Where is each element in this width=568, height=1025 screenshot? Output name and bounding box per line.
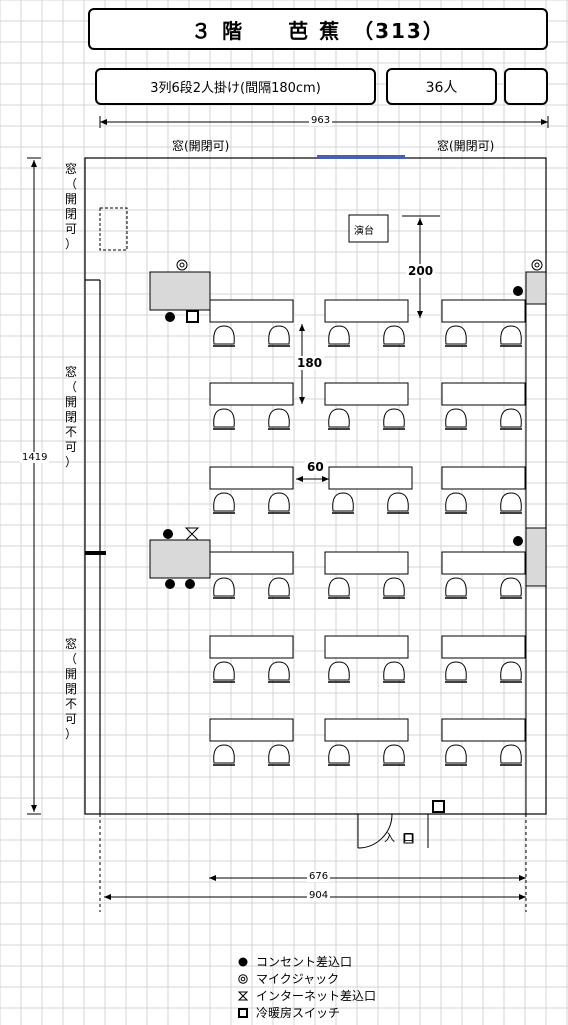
- desk: [441, 635, 526, 659]
- desk: [209, 551, 294, 575]
- chair: [328, 408, 350, 430]
- dim-table-gap: 60: [305, 460, 326, 474]
- desk: [209, 299, 294, 323]
- capacity-label: 36人: [386, 68, 497, 105]
- mic-jack-icon: [176, 259, 188, 271]
- desk: [441, 382, 526, 406]
- chair: [328, 744, 350, 766]
- desk: [324, 718, 409, 742]
- chair: [328, 325, 350, 347]
- desk: [441, 718, 526, 742]
- chair: [268, 325, 290, 347]
- mic-jack-icon: [531, 259, 543, 271]
- chair: [213, 661, 235, 683]
- outlet-icon: [163, 529, 173, 539]
- chair: [268, 661, 290, 683]
- chair: [445, 661, 467, 683]
- chair: [500, 744, 522, 766]
- window-label-top-left: 窓(開閉可): [172, 139, 230, 153]
- desk: [324, 382, 409, 406]
- desk: [324, 635, 409, 659]
- chair: [500, 661, 522, 683]
- desk: [441, 299, 526, 323]
- chair: [500, 408, 522, 430]
- desk: [324, 299, 409, 323]
- ac-switch-icon: [432, 800, 445, 813]
- mic-jack-icon: [238, 973, 248, 984]
- chair: [332, 492, 354, 514]
- window-label-left-3: 窓（開閉不可）: [64, 637, 77, 741]
- desk: [441, 466, 526, 490]
- desk: [328, 466, 413, 490]
- legend-label: インターネット差込口: [256, 989, 377, 1003]
- legend-item: インターネット差込口: [236, 987, 376, 1004]
- legend-label: コンセント差込口: [256, 955, 353, 969]
- desk: [324, 551, 409, 575]
- chair: [445, 492, 467, 514]
- window-label-left-1: 窓（開閉可）: [64, 162, 77, 251]
- outlet-icon: [238, 957, 248, 966]
- window-label-left-2: 窓（開閉不可）: [64, 365, 77, 469]
- chair: [387, 492, 409, 514]
- chair: [213, 408, 235, 430]
- legend-label: 冷暖房スイッチ: [256, 1006, 341, 1020]
- chair: [268, 492, 290, 514]
- ac-switch-icon: [186, 310, 199, 323]
- chair: [500, 492, 522, 514]
- chair: [328, 661, 350, 683]
- legend: コンセント差込口 マイクジャック インターネット差込口 冷暖房スイッチ: [236, 953, 376, 1021]
- ac-switch-icon: [238, 1007, 248, 1018]
- window-label-top-right: 窓(開閉可): [437, 139, 495, 153]
- chair: [213, 744, 235, 766]
- chair: [500, 577, 522, 599]
- layout-description: 3列6段2人掛け(間隔180cm): [95, 68, 376, 105]
- outlet-icon: [185, 579, 195, 589]
- chair: [383, 661, 405, 683]
- chair: [445, 577, 467, 599]
- desk: [209, 635, 294, 659]
- top-window-bar: [317, 155, 405, 159]
- outlet-icon: [165, 579, 175, 589]
- outlet-icon: [513, 536, 523, 546]
- dim-row-gap: 180: [295, 356, 325, 370]
- desk: [209, 466, 294, 490]
- room-title: ３ 階 芭 蕉 （313）: [88, 8, 548, 50]
- dim-top-width: 963: [309, 115, 333, 126]
- chair: [383, 577, 405, 599]
- chair: [383, 408, 405, 430]
- dim-inner-width: 676: [307, 871, 331, 882]
- chair: [213, 577, 235, 599]
- chair: [268, 577, 290, 599]
- internet-icon: [238, 991, 248, 1000]
- chair: [268, 408, 290, 430]
- chair: [445, 408, 467, 430]
- desk: [441, 551, 526, 575]
- desk-layout: [209, 299, 526, 766]
- chair: [383, 744, 405, 766]
- dim-podium-gap: 200: [406, 264, 436, 278]
- legend-item: コンセント差込口: [236, 953, 376, 970]
- chair: [383, 325, 405, 347]
- chair: [445, 325, 467, 347]
- chair: [500, 325, 522, 347]
- dim-bottom-width: 904: [307, 890, 331, 901]
- entrance-label: 入口: [384, 831, 422, 844]
- blank-box: [504, 68, 548, 105]
- dim-height: 1419: [20, 452, 50, 463]
- podium-label: 演台: [354, 226, 374, 237]
- chair: [328, 577, 350, 599]
- legend-label: マイクジャック: [256, 972, 340, 986]
- desk: [209, 382, 294, 406]
- internet-icon: [184, 527, 200, 541]
- outlet-icon: [165, 312, 175, 322]
- chair: [213, 325, 235, 347]
- chair: [213, 492, 235, 514]
- legend-item: 冷暖房スイッチ: [236, 1004, 376, 1021]
- chair: [268, 744, 290, 766]
- legend-item: マイクジャック: [236, 970, 376, 987]
- chair: [445, 744, 467, 766]
- desk: [209, 718, 294, 742]
- outlet-icon: [513, 286, 523, 296]
